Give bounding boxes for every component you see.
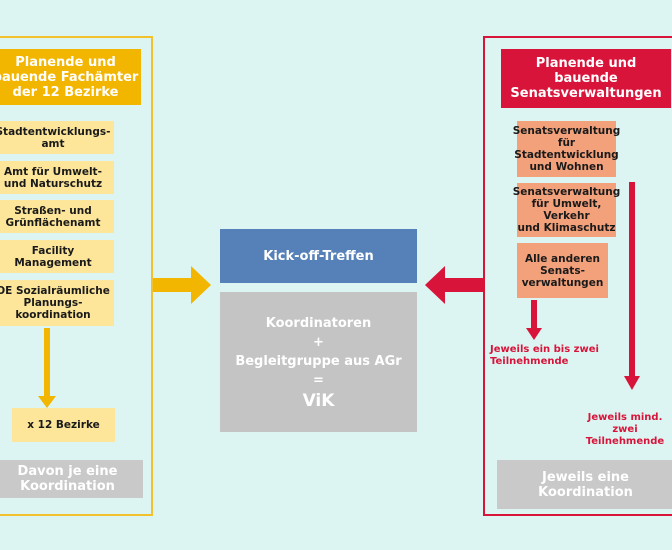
equals-sign: = [313,372,324,388]
districts-frame [0,36,153,516]
participants-note-one-two: Jeweils ein bis zwei Teilnehmende [490,344,599,367]
vik-label: ViK [302,390,335,411]
senate-header: Planende und bauende Senatsverwaltungen [501,49,671,108]
left-arrow-head [191,266,211,304]
office-label: Stadtentwicklungs- amt [0,125,111,150]
coordinators-label: Koordinatoren [265,315,372,331]
support-group-label: Begleitgruppe aus AGr [235,353,402,369]
senate-office-box: Alle anderen Senats- verwaltungen [517,243,608,298]
senate-footer: Jeweils eine Koordination [497,460,672,509]
districts-footer: Davon je eine Koordination [0,460,143,498]
kickoff-box: Kick-off-Treffen [220,229,417,283]
office-label: Straßen- und Grünflächenamt [5,204,101,229]
office-label: OE Sozialräumliche Planungs- koordinatio… [0,285,110,321]
left-arrow-shaft [153,278,193,292]
kickoff-label: Kick-off-Treffen [263,248,374,264]
senate-frame [483,36,672,516]
right-arrow-head [425,266,445,304]
senate-office-box: Senatsverwaltung für Stadtentwicklung un… [513,121,620,177]
senate-office-label: Senatsverwaltung für Stadtentwicklung un… [512,125,621,173]
red-short-line [531,300,537,330]
districts-multiplier-text: x 12 Bezirke [27,419,100,431]
senate-office-label: Senatsverwaltung für Umwelt, Verkehr und… [512,186,621,234]
left-down-line [44,328,50,398]
office-box: Amt für Umwelt- und Naturschutz [0,161,114,194]
senate-office-box: Senatsverwaltung für Umwelt, Verkehr und… [513,183,620,237]
office-label: Facility Management [14,244,92,269]
coordinators-box: Koordinatoren + Begleitgruppe aus AGr = … [220,292,417,432]
senate-office-label: Alle anderen Senats- verwaltungen [521,252,604,289]
right-arrow-shaft [443,278,485,292]
red-long-line [629,182,635,378]
office-box: Facility Management [0,240,114,273]
office-box: OE Sozialräumliche Planungs- koordinatio… [0,280,114,326]
office-box: Straßen- und Grünflächenamt [0,200,114,233]
senate-footer-text: Jeweils eine Koordination [538,469,633,500]
red-long-arrowhead [624,376,640,390]
left-down-arrowhead [38,396,56,408]
office-label: Amt für Umwelt- und Naturschutz [3,165,103,190]
districts-footer-text: Davon je eine Koordination [17,464,118,494]
plus-sign: + [313,334,324,350]
senate-header-text: Planende und bauende Senatsverwaltungen [510,56,662,101]
districts-header-text: Planende und bauende Fachämter der 12 Be… [0,54,139,100]
districts-multiplier: x 12 Bezirke [12,408,115,442]
office-box: Stadtentwicklungs- amt [0,121,114,154]
participants-note-min-two: Jeweils mind. zwei Teilnehmende [585,412,665,447]
districts-header: Planende und bauende Fachämter der 12 Be… [0,49,141,105]
red-short-arrowhead [526,328,542,340]
